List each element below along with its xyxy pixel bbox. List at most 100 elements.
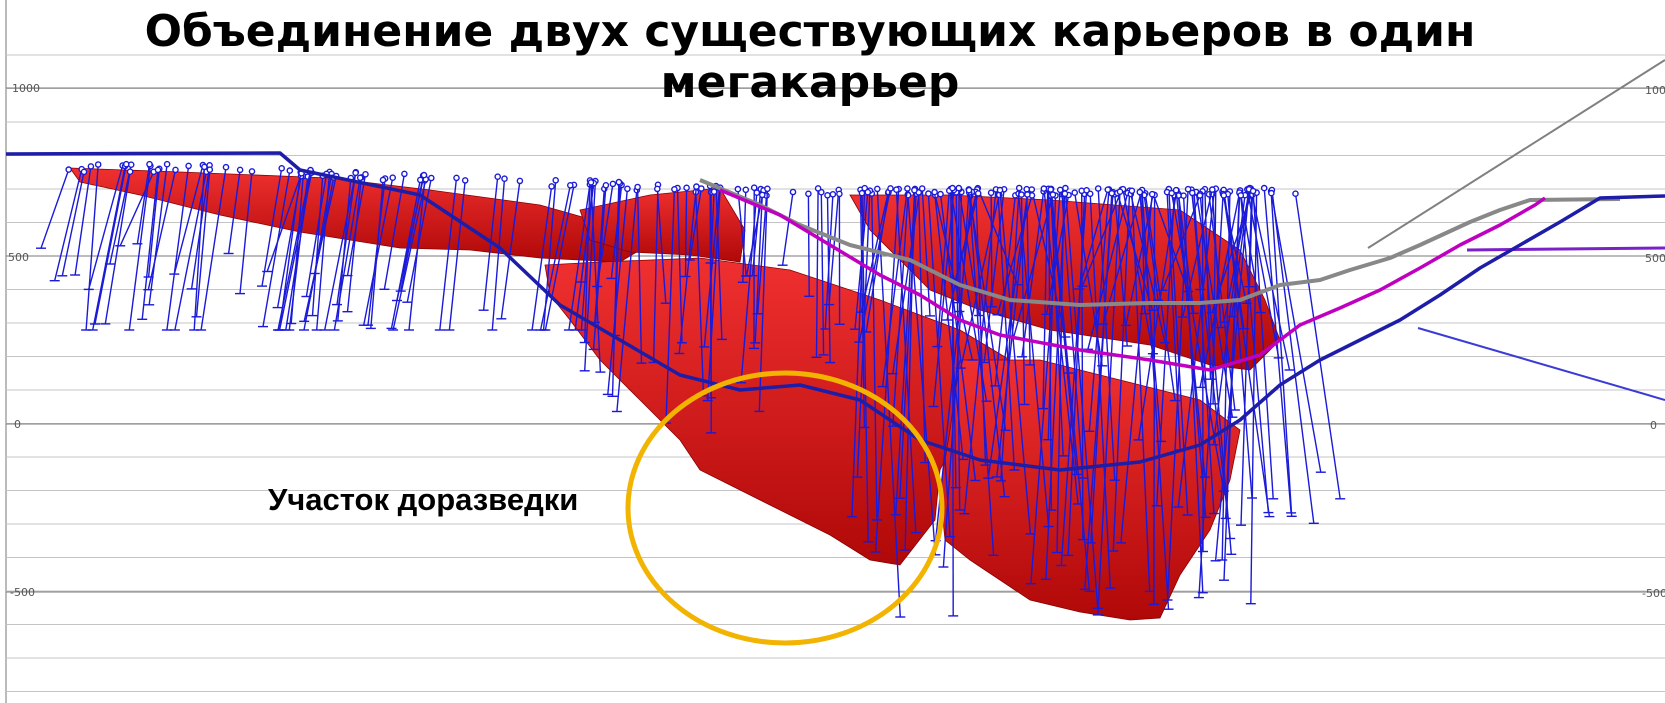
drillhole [1168,189,1189,516]
drillhole [1248,194,1254,287]
drillhole [999,190,1032,534]
drillhole [239,171,253,294]
drillhole-collar [185,162,192,170]
pit-outline-magenta [719,188,1547,372]
drillhole-collar [1094,185,1102,192]
drillhole-collar [567,181,574,189]
drillhole [968,192,995,556]
drillhole [147,168,160,278]
drillhole-collar [146,160,153,168]
drillhole-collar [925,190,932,197]
drillhole [1225,192,1241,519]
drillhole [1056,194,1065,553]
drillhole [932,190,955,407]
drillhole [1012,194,1054,338]
exploration-area-label: Участок доразведки [268,482,579,517]
drillhole-collar [1056,186,1064,194]
drillhole-collar [1018,191,1025,198]
drillhole-collar [1237,192,1245,199]
drillhole [324,172,357,331]
pit-outlines [5,151,1665,472]
drillhole [983,189,1005,363]
drillhole [939,194,977,481]
drillhole [227,169,241,254]
drillhole [1017,193,1050,527]
drillhole [1050,189,1064,456]
drillhole [1198,194,1224,598]
drillhole-collar [1249,187,1257,195]
drillhole-group [36,160,1346,618]
drillhole-collar [764,185,771,193]
y-tick-0-left: 0 [14,418,21,431]
drillhole-collar [974,190,982,197]
drillhole [1114,194,1128,347]
drillhole-collar [734,185,742,193]
drillhole [951,188,954,616]
drillhole-collar [1108,189,1116,197]
drillhole [94,164,127,325]
drillhole [934,195,974,361]
callout-line-grey [1367,59,1665,249]
drillhole-collar [401,170,408,178]
drillhole [439,177,458,331]
drillhole-collar [634,183,641,191]
drillhole-collar [750,184,758,191]
drillhole [1263,188,1292,513]
y-tick-500-left: 500 [8,251,29,264]
drillhole [1223,195,1271,517]
drillhole [1050,195,1078,475]
drillhole [856,190,871,478]
drillhole-collar [1023,185,1030,193]
pit-outline-grey [699,178,1621,307]
drillhole [1137,190,1178,441]
drillhole [1045,193,1066,580]
y-tick-500-right: 500 [1645,252,1665,265]
drillhole-collar [1148,190,1156,198]
drillhole [1116,192,1154,311]
drillhole-collar [1015,184,1023,192]
drillhole [695,191,705,396]
drillhole [544,184,575,331]
drillhole [958,191,963,312]
drillhole-collar [1071,189,1078,196]
drillhole [1191,192,1202,290]
drillhole [927,193,951,537]
drillhole [88,165,124,290]
drillhole [1061,194,1084,479]
drillhole [1045,194,1070,315]
drillhole-collar [1268,189,1275,197]
drillhole [276,175,302,308]
drillhole-collar [829,190,837,198]
drillhole [408,180,426,331]
drillhole [1270,192,1322,473]
drillhole-collar [163,160,171,168]
drillhole [1271,189,1315,524]
drillhole-collar [805,190,812,198]
drillhole-collar [154,166,162,174]
drillhole-collar [1292,190,1299,197]
drillhole-collar [836,190,843,198]
drillhole [1097,191,1121,615]
drillhole [584,180,591,343]
drillhole [1026,189,1031,365]
drillhole-collar [1047,186,1054,193]
drillhole-collar [516,177,524,185]
drillhole [1177,189,1216,508]
drillhole-collar [123,160,130,168]
drillhole [1030,189,1061,584]
drillhole-collar [548,183,555,190]
axis-labels-right: 1000 500 0 -500 [1642,84,1665,600]
drillhole-collar [1040,185,1048,192]
drillhole-collar [1116,188,1124,195]
drillhole [266,173,303,272]
drillhole-collar [683,184,690,192]
drillhole-collar [172,166,179,174]
drillhole-collar [814,185,822,192]
drillhole [1112,190,1131,552]
drillhole [871,193,878,521]
drillhole-collar [1209,186,1216,193]
drillhole [709,185,712,398]
y-tick-0-right: 0 [1650,419,1657,432]
drillhole-collar [65,166,72,173]
drillhole [54,169,83,281]
